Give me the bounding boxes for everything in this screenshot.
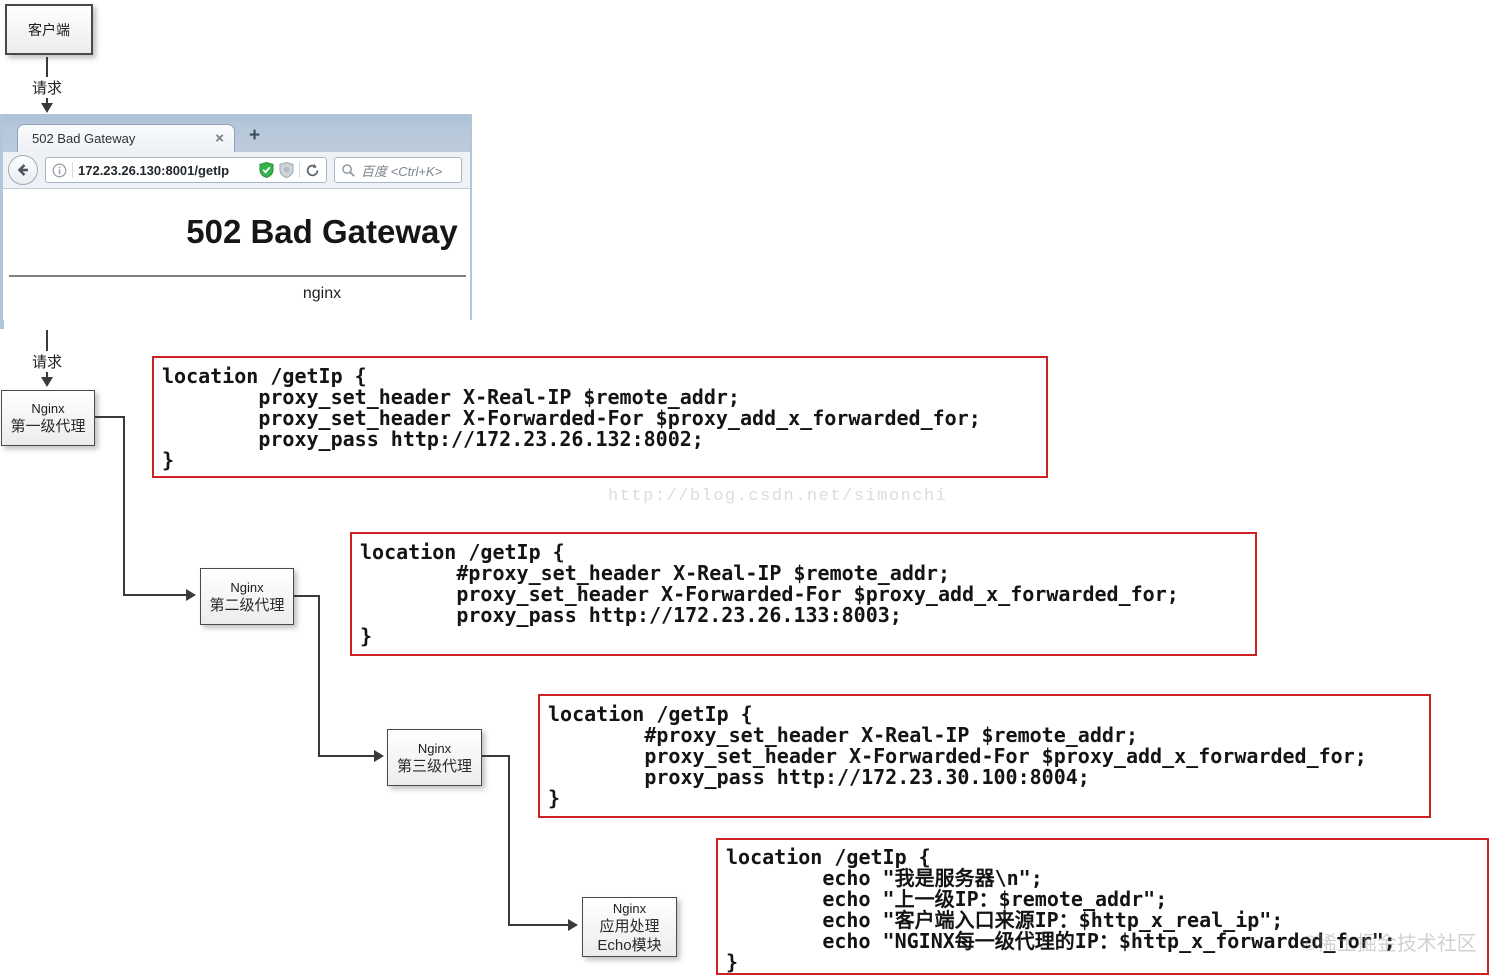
node-title: Nginx	[417, 740, 452, 756]
server-name: nginx	[302, 285, 342, 302]
code-line: #proxy_set_header X-Real-IP $remote_addr…	[360, 561, 951, 585]
connector-1-2	[123, 416, 125, 596]
search-placeholder: 百度 <Ctrl+K>	[361, 163, 443, 179]
nginx-node-level2: Nginx 第二级代理	[200, 568, 294, 625]
code-line: }	[360, 624, 373, 648]
page-divider	[9, 275, 466, 277]
search-box[interactable]: 百度 <Ctrl+K>	[334, 157, 462, 183]
nginx-node-echo: Nginx 应用处理 Echo模块	[582, 897, 677, 957]
code-line: location /getIp {	[360, 540, 565, 564]
code-line: proxy_set_header X-Forwarded-For $proxy_…	[162, 406, 981, 430]
code-line: proxy_set_header X-Real-IP $remote_addr;	[162, 385, 740, 409]
request-label-1: 请求	[28, 77, 66, 98]
node-subtitle: 应用处理	[599, 917, 660, 935]
info-icon[interactable]	[52, 163, 67, 178]
code-line: location /getIp {	[548, 702, 753, 726]
nginx-config-level3: location /getIp { #proxy_set_header X-Re…	[538, 694, 1431, 818]
connector-2-3	[318, 755, 374, 757]
divider	[299, 162, 300, 178]
code-line: }	[726, 950, 739, 974]
arrowhead-right-icon	[186, 589, 196, 601]
node-subtitle: 第二级代理	[209, 596, 285, 614]
connector-1-2	[123, 594, 186, 596]
connector-2-3	[294, 595, 320, 597]
url-bar[interactable]: 172.23.26.130:8001/getIp	[45, 157, 327, 183]
arrowhead-down-icon	[41, 103, 53, 113]
connector-3-4	[508, 755, 510, 926]
error-heading: 502 Bad Gateway	[186, 213, 458, 250]
window-title-strip	[3, 114, 470, 122]
back-button[interactable]	[8, 155, 38, 185]
node-subtitle: 第三级代理	[396, 757, 472, 775]
code-line: #proxy_set_header X-Real-IP $remote_addr…	[548, 723, 1139, 747]
node-title: Nginx	[612, 900, 647, 916]
connector-3-4	[482, 755, 510, 757]
protection-shield-icon[interactable]	[279, 162, 294, 178]
client-node: 客户端	[5, 4, 93, 55]
code-line: echo "NGINX每一级代理的IP：$http_x_forwarded_fo…	[726, 929, 1396, 953]
nginx-config-level2: location /getIp { #proxy_set_header X-Re…	[350, 532, 1257, 656]
refresh-icon[interactable]	[305, 163, 320, 178]
security-shield-icon[interactable]	[259, 162, 274, 178]
window-frame-fragment	[0, 320, 4, 329]
browser-window: 502 Bad Gateway × + 172.23.26.130:8001/g	[0, 114, 472, 320]
arrowhead-right-icon	[568, 919, 578, 931]
client-label: 客户端	[28, 21, 70, 38]
nginx-node-level1: Nginx 第一级代理	[1, 390, 95, 446]
watermark-url: http://blog.csdn.net/simonchi	[608, 487, 948, 506]
node-title: Nginx	[230, 579, 264, 595]
tab-close-icon[interactable]: ×	[215, 130, 224, 147]
tab-title: 502 Bad Gateway	[32, 131, 136, 146]
code-line: location /getIp {	[726, 845, 931, 869]
new-tab-button[interactable]: +	[249, 125, 261, 146]
browser-tab[interactable]: 502 Bad Gateway ×	[17, 124, 235, 152]
navigation-bar: 172.23.26.130:8001/getIp	[3, 152, 470, 189]
tab-bar: 502 Bad Gateway × +	[3, 122, 470, 152]
arrowhead-down-icon	[41, 377, 53, 387]
code-line: }	[548, 786, 561, 810]
arrowhead-right-icon	[374, 750, 384, 762]
code-line: proxy_set_header X-Forwarded-For $proxy_…	[360, 582, 1179, 606]
connector-3-4	[508, 924, 568, 926]
divider	[72, 162, 73, 178]
connector-1-2	[95, 416, 125, 418]
search-icon	[342, 163, 355, 177]
node-title: Nginx	[31, 401, 65, 416]
code-line: echo "我是服务器\n";	[726, 866, 1043, 890]
code-line: proxy_set_header X-Forwarded-For $proxy_…	[548, 744, 1367, 768]
code-line: proxy_pass http://172.23.26.133:8003;	[360, 603, 902, 627]
node-subtitle: Echo模块	[597, 936, 662, 954]
node-subtitle: 第一级代理	[10, 418, 86, 435]
connector-2-3	[318, 595, 320, 757]
browser-content: 502 Bad Gateway nginx	[3, 189, 470, 320]
code-line: echo "客户端入口来源IP：$http_x_real_ip";	[726, 908, 1284, 932]
code-line: location /getIp {	[162, 364, 367, 388]
code-line: proxy_pass http://172.23.30.100:8004;	[548, 765, 1090, 789]
back-arrow-icon	[17, 164, 28, 176]
url-text: 172.23.26.130:8001/getIp	[78, 162, 230, 178]
request-label-2: 请求	[28, 351, 66, 372]
nginx-config-level1: location /getIp { proxy_set_header X-Rea…	[152, 356, 1048, 478]
code-line: proxy_pass http://172.23.26.132:8002;	[162, 427, 704, 451]
code-line: }	[162, 448, 175, 472]
nginx-config-echo: location /getIp { echo "我是服务器\n"; echo "…	[716, 838, 1489, 975]
code-line: echo "上一级IP：$remote_addr";	[726, 887, 1168, 911]
nginx-node-level3: Nginx 第三级代理	[387, 729, 482, 786]
